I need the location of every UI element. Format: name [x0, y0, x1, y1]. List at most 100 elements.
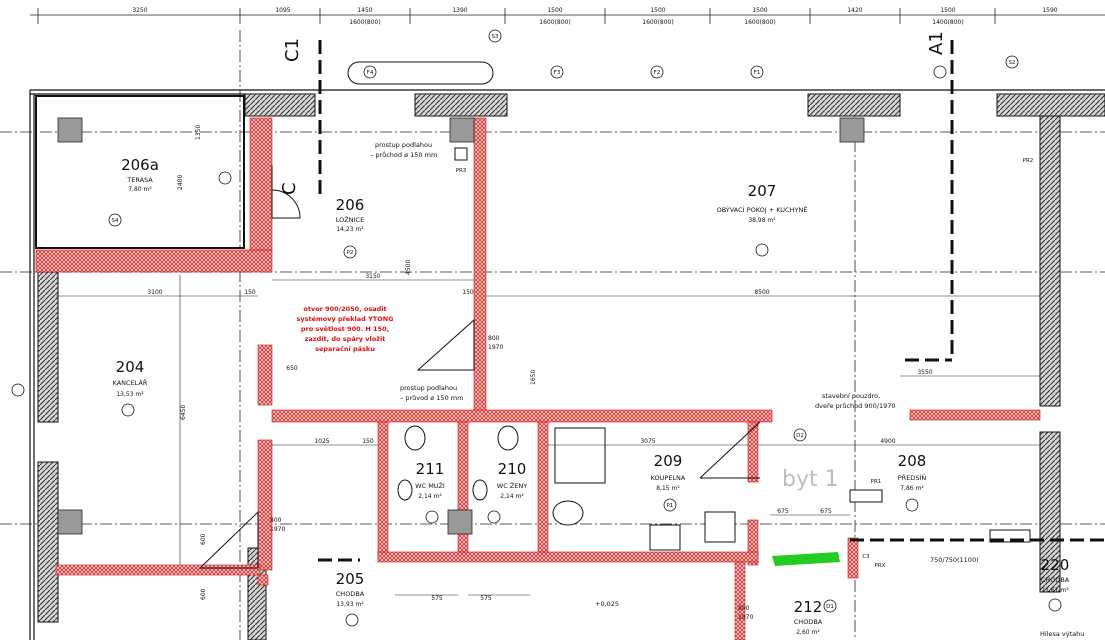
- dim-1970c: 1970: [738, 614, 753, 621]
- sanitary-fixtures: [347, 61, 1031, 551]
- outer-lines: [29, 89, 1105, 640]
- room-220-name: CHODBA: [1041, 576, 1070, 584]
- dim-675a: 675: [777, 508, 789, 515]
- tag-circles: [11, 29, 1062, 627]
- dim-1650: 1650: [530, 370, 537, 385]
- note-prostup-mid-1: prostup podlahou: [400, 384, 457, 392]
- red-note-1: otvor 900/2050, osadit: [303, 305, 386, 313]
- hilesa-label: Hilesa výtahu: [1040, 630, 1084, 638]
- dim-1025: 1025: [314, 438, 329, 445]
- dim-1350: 1350: [195, 125, 202, 140]
- dim-6450: 6450: [180, 405, 187, 420]
- top-dim-9b: 1400(800): [932, 19, 963, 26]
- tag-f3: F3: [554, 70, 561, 76]
- dim-800a: 800: [488, 335, 500, 342]
- dim-150a: 150: [244, 289, 256, 296]
- room-211-number: 211: [416, 460, 445, 478]
- dim-1970a: 1970: [488, 344, 503, 351]
- axis-c1: C1: [282, 38, 303, 62]
- note-steel-2: dveře průchod 900/1970: [815, 402, 896, 410]
- tag-p1: P1: [667, 503, 674, 509]
- dim-4500: 4500: [405, 260, 412, 275]
- dim-4900: 4900: [880, 438, 895, 445]
- room-212-area: 2,60 m²: [796, 629, 820, 636]
- top-dim-8: 1420: [847, 7, 862, 14]
- tag-pr1: PR1: [871, 479, 882, 485]
- room-204-number: 204: [116, 358, 145, 376]
- note-prostup-top-2: – průchod ø 150 mm: [370, 151, 437, 159]
- top-dim-5b: 1600(800): [539, 19, 570, 26]
- exterior-walls: [37, 93, 1105, 640]
- top-dim-6: 1500: [650, 7, 665, 14]
- top-dim-3: 1450: [357, 7, 372, 14]
- note-steel-1: stavební pouzdro,: [822, 392, 880, 400]
- room-204-area: 13,53 m²: [116, 391, 144, 398]
- room-205-number: 205: [336, 570, 365, 588]
- room-206a-area: 7,80 m²: [128, 186, 152, 193]
- tag-s4: S4: [112, 218, 119, 224]
- axis-c: C: [279, 182, 300, 195]
- columns: [57, 117, 865, 535]
- note-prostup-top-1: prostup podlahou: [375, 141, 432, 149]
- red-note-4: zazdít, do spáry vložit: [305, 335, 386, 343]
- tag-f1: F1: [754, 70, 761, 76]
- apartment-label: byt 1: [782, 467, 839, 492]
- room-212-number: 212: [794, 598, 823, 616]
- tag-prx: PRX: [875, 563, 886, 569]
- dim-575b: 575: [480, 595, 492, 602]
- top-dim-10: 1590: [1042, 7, 1057, 14]
- room-207-number: 207: [748, 182, 777, 200]
- tag-pr2: PR2: [1023, 158, 1034, 164]
- room-208-area: 7,86 m²: [900, 485, 924, 492]
- tag-c3: C3: [862, 554, 870, 560]
- top-dim-9: 1500: [940, 7, 955, 14]
- dim-1970b: 1970: [270, 526, 285, 533]
- red-note-5: separační pásku: [315, 345, 375, 353]
- room-211-name: WC MUŽI: [415, 481, 445, 490]
- top-dim-1: 3250: [132, 7, 147, 14]
- dim-575a: 575: [431, 595, 443, 602]
- top-dim-6b: 1600(800): [642, 19, 673, 26]
- room-207-area: 38,98 m²: [748, 217, 776, 224]
- room-206a-number: 206a: [121, 156, 159, 174]
- room-220-number: 220: [1041, 556, 1070, 574]
- dim-600b: 600: [200, 588, 207, 600]
- dim-600: 600: [200, 533, 207, 545]
- room-209-area: 8,15 m²: [656, 485, 680, 492]
- red-note-2: systémový překlad YTONG: [296, 314, 393, 323]
- room-209-number: 209: [654, 452, 683, 470]
- top-dim-5: 1500: [547, 7, 562, 14]
- tag-pr3: PR3: [456, 168, 467, 174]
- new-walls: [35, 117, 1041, 640]
- doors: [198, 165, 761, 569]
- room-206a-name: TERASA: [126, 176, 153, 184]
- room-206-number: 206: [336, 196, 365, 214]
- top-dim-3b: 1600(800): [349, 19, 380, 26]
- room-209-name: KOUPELNA: [651, 474, 686, 482]
- room-220-area: 21,61 m²: [1041, 587, 1069, 594]
- tag-s2: S2: [1009, 60, 1016, 66]
- room-205-name: CHODBA: [336, 590, 365, 598]
- axis-a1: A1: [926, 31, 947, 55]
- red-note-3: pro světlost 900. H 150,: [301, 325, 389, 333]
- room-211-area: 2,14 m²: [418, 493, 442, 500]
- tag-d1: D1: [826, 604, 834, 610]
- dim-650: 650: [286, 365, 298, 372]
- top-dim-7b: 1600(800): [744, 19, 775, 26]
- tag-f4: F4: [367, 70, 374, 76]
- room-210-number: 210: [498, 460, 527, 478]
- tag-f2: F2: [654, 70, 661, 76]
- room-212-name: CHODBA: [794, 618, 823, 626]
- room-208-number: 208: [898, 452, 927, 470]
- top-dim-2: 1095: [275, 7, 290, 14]
- dim-3100: 3100: [147, 289, 162, 296]
- top-dim-7: 1500: [752, 7, 767, 14]
- room-206-area: 14,23 m²: [336, 226, 364, 233]
- room-206-name: LOŽNICE: [336, 215, 364, 224]
- dim-150c: 150: [362, 438, 374, 445]
- dim-800c: 800: [738, 605, 750, 612]
- tag-d2: D2: [796, 433, 804, 439]
- dim-800b: 800: [270, 517, 282, 524]
- dim-3150: 3150: [365, 273, 380, 280]
